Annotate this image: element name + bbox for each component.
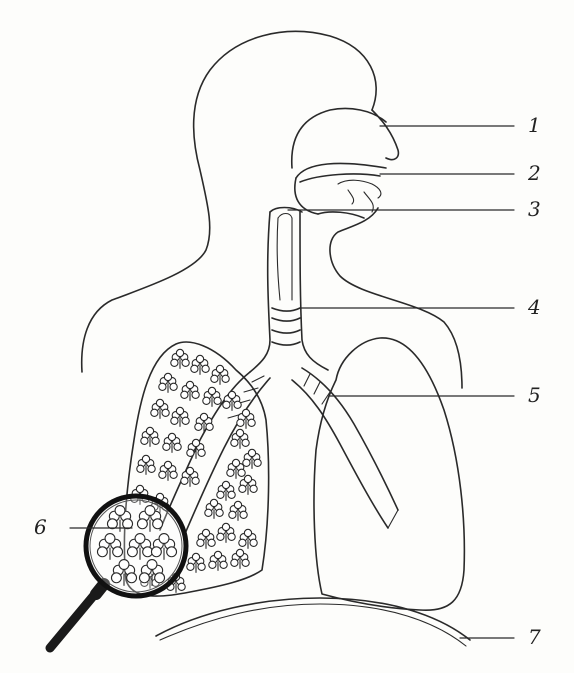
label-7: 7 bbox=[528, 625, 541, 649]
label-1: 1 bbox=[528, 113, 541, 137]
label-2: 2 bbox=[527, 161, 541, 185]
label-5: 5 bbox=[528, 383, 541, 407]
label-3: 3 bbox=[528, 197, 541, 221]
label-6: 6 bbox=[34, 515, 47, 539]
label-4: 4 bbox=[527, 295, 541, 319]
